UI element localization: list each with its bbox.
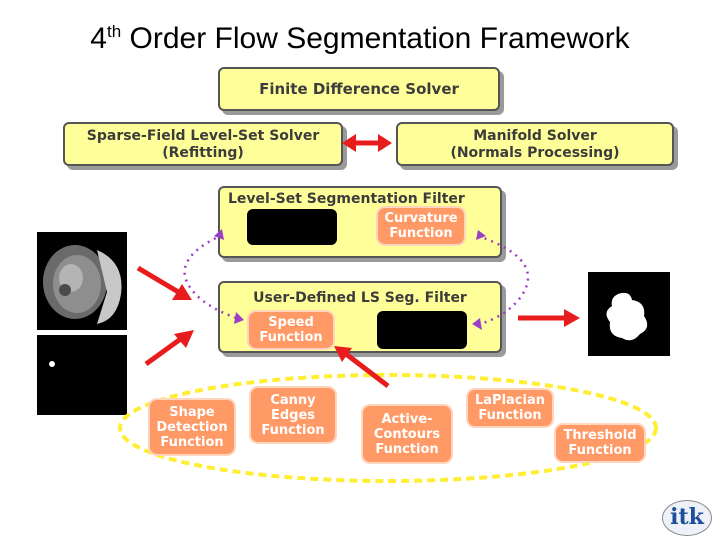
level-set-segmentation-filter-label: Level-Set Segmentation Filter [228, 191, 465, 207]
manifold-solver-label: Manifold Solver [473, 128, 597, 144]
itk-logo: itk [662, 500, 712, 536]
seed-image [37, 335, 127, 415]
hidden-region-top [247, 209, 337, 245]
mri-scan-graphic [43, 245, 122, 324]
user-defined-filter-label: User-Defined LS Seg. Filter [253, 290, 467, 306]
hidden-region-bottom [377, 311, 467, 349]
manifold-solver-box: Manifold Solver (Normals Processing) [396, 122, 674, 166]
sparse-field-solver-sublabel: (Refitting) [162, 145, 244, 161]
segmented-region-graphic [606, 292, 648, 341]
seed-point [49, 361, 55, 367]
seed-input-arrow [144, 335, 184, 367]
input-mri-image [37, 232, 127, 330]
finite-difference-solver-label: Finite Difference Solver [259, 80, 459, 98]
output-segmentation-image [588, 272, 670, 356]
sparse-field-solver-box: Sparse-Field Level-Set Solver (Refitting… [63, 122, 343, 166]
manifold-solver-sublabel: (Normals Processing) [450, 145, 620, 161]
finite-difference-solver-box: Finite Difference Solver [218, 67, 500, 111]
sparse-field-solver-label: Sparse-Field Level-Set Solver [86, 128, 320, 144]
active-contours-arrow [344, 352, 390, 388]
mri-input-arrow [136, 265, 182, 296]
page-title: 4th Order Flow Segmentation Framework [90, 22, 630, 55]
